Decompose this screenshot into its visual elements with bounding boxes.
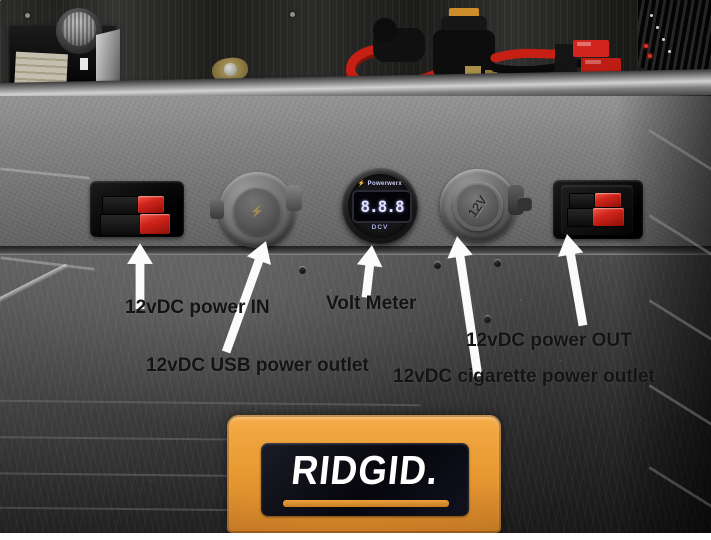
lightning-icon: ⚡ xyxy=(250,205,264,218)
annotation-power-in: 12vDC power IN xyxy=(125,297,270,318)
connector-housing xyxy=(567,208,595,227)
volt-meter-brand: ⚡ Powerwerx xyxy=(357,181,403,187)
screw-hole xyxy=(484,316,491,323)
cigarette-outlet-cap: 12V xyxy=(453,181,503,231)
highlight xyxy=(577,42,591,46)
power-in-anderson-connector xyxy=(138,196,164,213)
dust-specks xyxy=(0,0,1,1)
screw-hole xyxy=(494,260,501,267)
power-out-panel xyxy=(553,180,643,239)
cap-tab xyxy=(286,185,302,211)
power-in-anderson-connector xyxy=(140,214,170,234)
connector-housing xyxy=(102,196,140,215)
annotation-cigarette-outlet: 12vDC cigarette power outlet xyxy=(393,366,655,387)
screw-dot xyxy=(668,50,671,53)
usb-power-outlet: ⚡ xyxy=(210,172,302,248)
screw-dot xyxy=(650,14,653,17)
cap-hinge xyxy=(210,200,224,219)
lightning-icon: ⚡ xyxy=(357,181,366,187)
screw-dot xyxy=(656,26,659,29)
connector-housing xyxy=(555,44,577,72)
usb-outlet-cap: ⚡ xyxy=(233,187,281,235)
sticker xyxy=(80,58,88,70)
cap-hinge-loop xyxy=(517,197,532,211)
ridgid-logo-text: RIDGID. xyxy=(289,447,441,493)
power-out-anderson-connector xyxy=(593,208,624,226)
connector-housing xyxy=(569,193,595,209)
ridgid-logo-panel: RIDGID. xyxy=(227,415,501,533)
volt-meter: ⚡ Powerwerx 8.8.8 DCV xyxy=(342,168,418,244)
bolt xyxy=(223,62,238,77)
screw-dot xyxy=(662,38,665,41)
lid-screw xyxy=(25,13,30,18)
anderson-connector xyxy=(573,40,609,57)
led-indicator xyxy=(648,54,652,58)
case-groove xyxy=(0,246,711,255)
lid-screw xyxy=(290,12,295,17)
led-indicator xyxy=(644,44,648,48)
right-shading xyxy=(616,96,711,533)
ridgid-logo-underline xyxy=(283,500,449,507)
cap-label: 12V xyxy=(465,192,491,220)
annotation-volt-meter: Volt Meter xyxy=(326,293,417,314)
screw-hole xyxy=(434,262,441,269)
power-in-panel xyxy=(90,181,184,237)
highlight xyxy=(585,60,601,64)
volt-meter-unit: DCV xyxy=(371,224,389,231)
annotation-power-out: 12vDC power OUT xyxy=(466,330,632,351)
connector-housing xyxy=(100,214,142,236)
cigarette-power-outlet: 12V xyxy=(440,169,532,241)
bottom-margin xyxy=(0,533,711,540)
screw-hole xyxy=(299,267,306,274)
fuse-holder-cap xyxy=(373,18,397,42)
black-power-cable xyxy=(491,58,591,75)
power-out-anderson-connector xyxy=(595,193,621,207)
adjustment-knob xyxy=(62,12,96,46)
annotation-usb-outlet: 12vDC USB power outlet xyxy=(146,355,369,376)
ridgid-logo-inner: RIDGID. xyxy=(261,443,469,516)
volt-meter-display: 8.8.8 xyxy=(352,190,412,223)
